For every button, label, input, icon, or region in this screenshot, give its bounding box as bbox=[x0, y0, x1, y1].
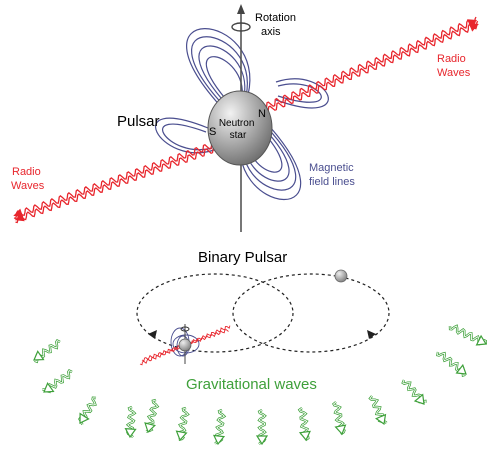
binary-pulsar-title: Binary Pulsar bbox=[198, 249, 287, 266]
gravitational-waves-label: Gravitational waves bbox=[186, 376, 317, 393]
field-lines bbox=[155, 28, 329, 201]
rotation-axis-label: Rotation axis bbox=[255, 12, 299, 38]
neutron-star bbox=[207, 90, 273, 166]
north-pole-label: N bbox=[258, 108, 266, 120]
radio-waves-label-left: Radio Waves bbox=[11, 166, 45, 192]
binary-orbits bbox=[136, 273, 390, 353]
rotation-axis-arrow-icon bbox=[237, 4, 245, 14]
companion-star bbox=[334, 269, 348, 283]
gravitational-waves bbox=[33, 324, 488, 446]
orbit-arrow-icon bbox=[148, 330, 157, 339]
rotation-arrow-icon bbox=[231, 22, 251, 32]
radio-waves-right bbox=[253, 16, 479, 118]
pulsar-title: Pulsar bbox=[117, 113, 160, 130]
magnetic-field-label: Magnetic field lines bbox=[309, 162, 357, 188]
orbit-arrow-icon bbox=[367, 330, 376, 339]
small-pulsar bbox=[139, 324, 231, 366]
neutron-star-label: Neutron star bbox=[219, 118, 257, 141]
south-pole-label: S bbox=[209, 126, 216, 138]
radio-waves-left bbox=[13, 138, 227, 224]
radio-waves-label-right: Radio Waves bbox=[437, 53, 471, 79]
